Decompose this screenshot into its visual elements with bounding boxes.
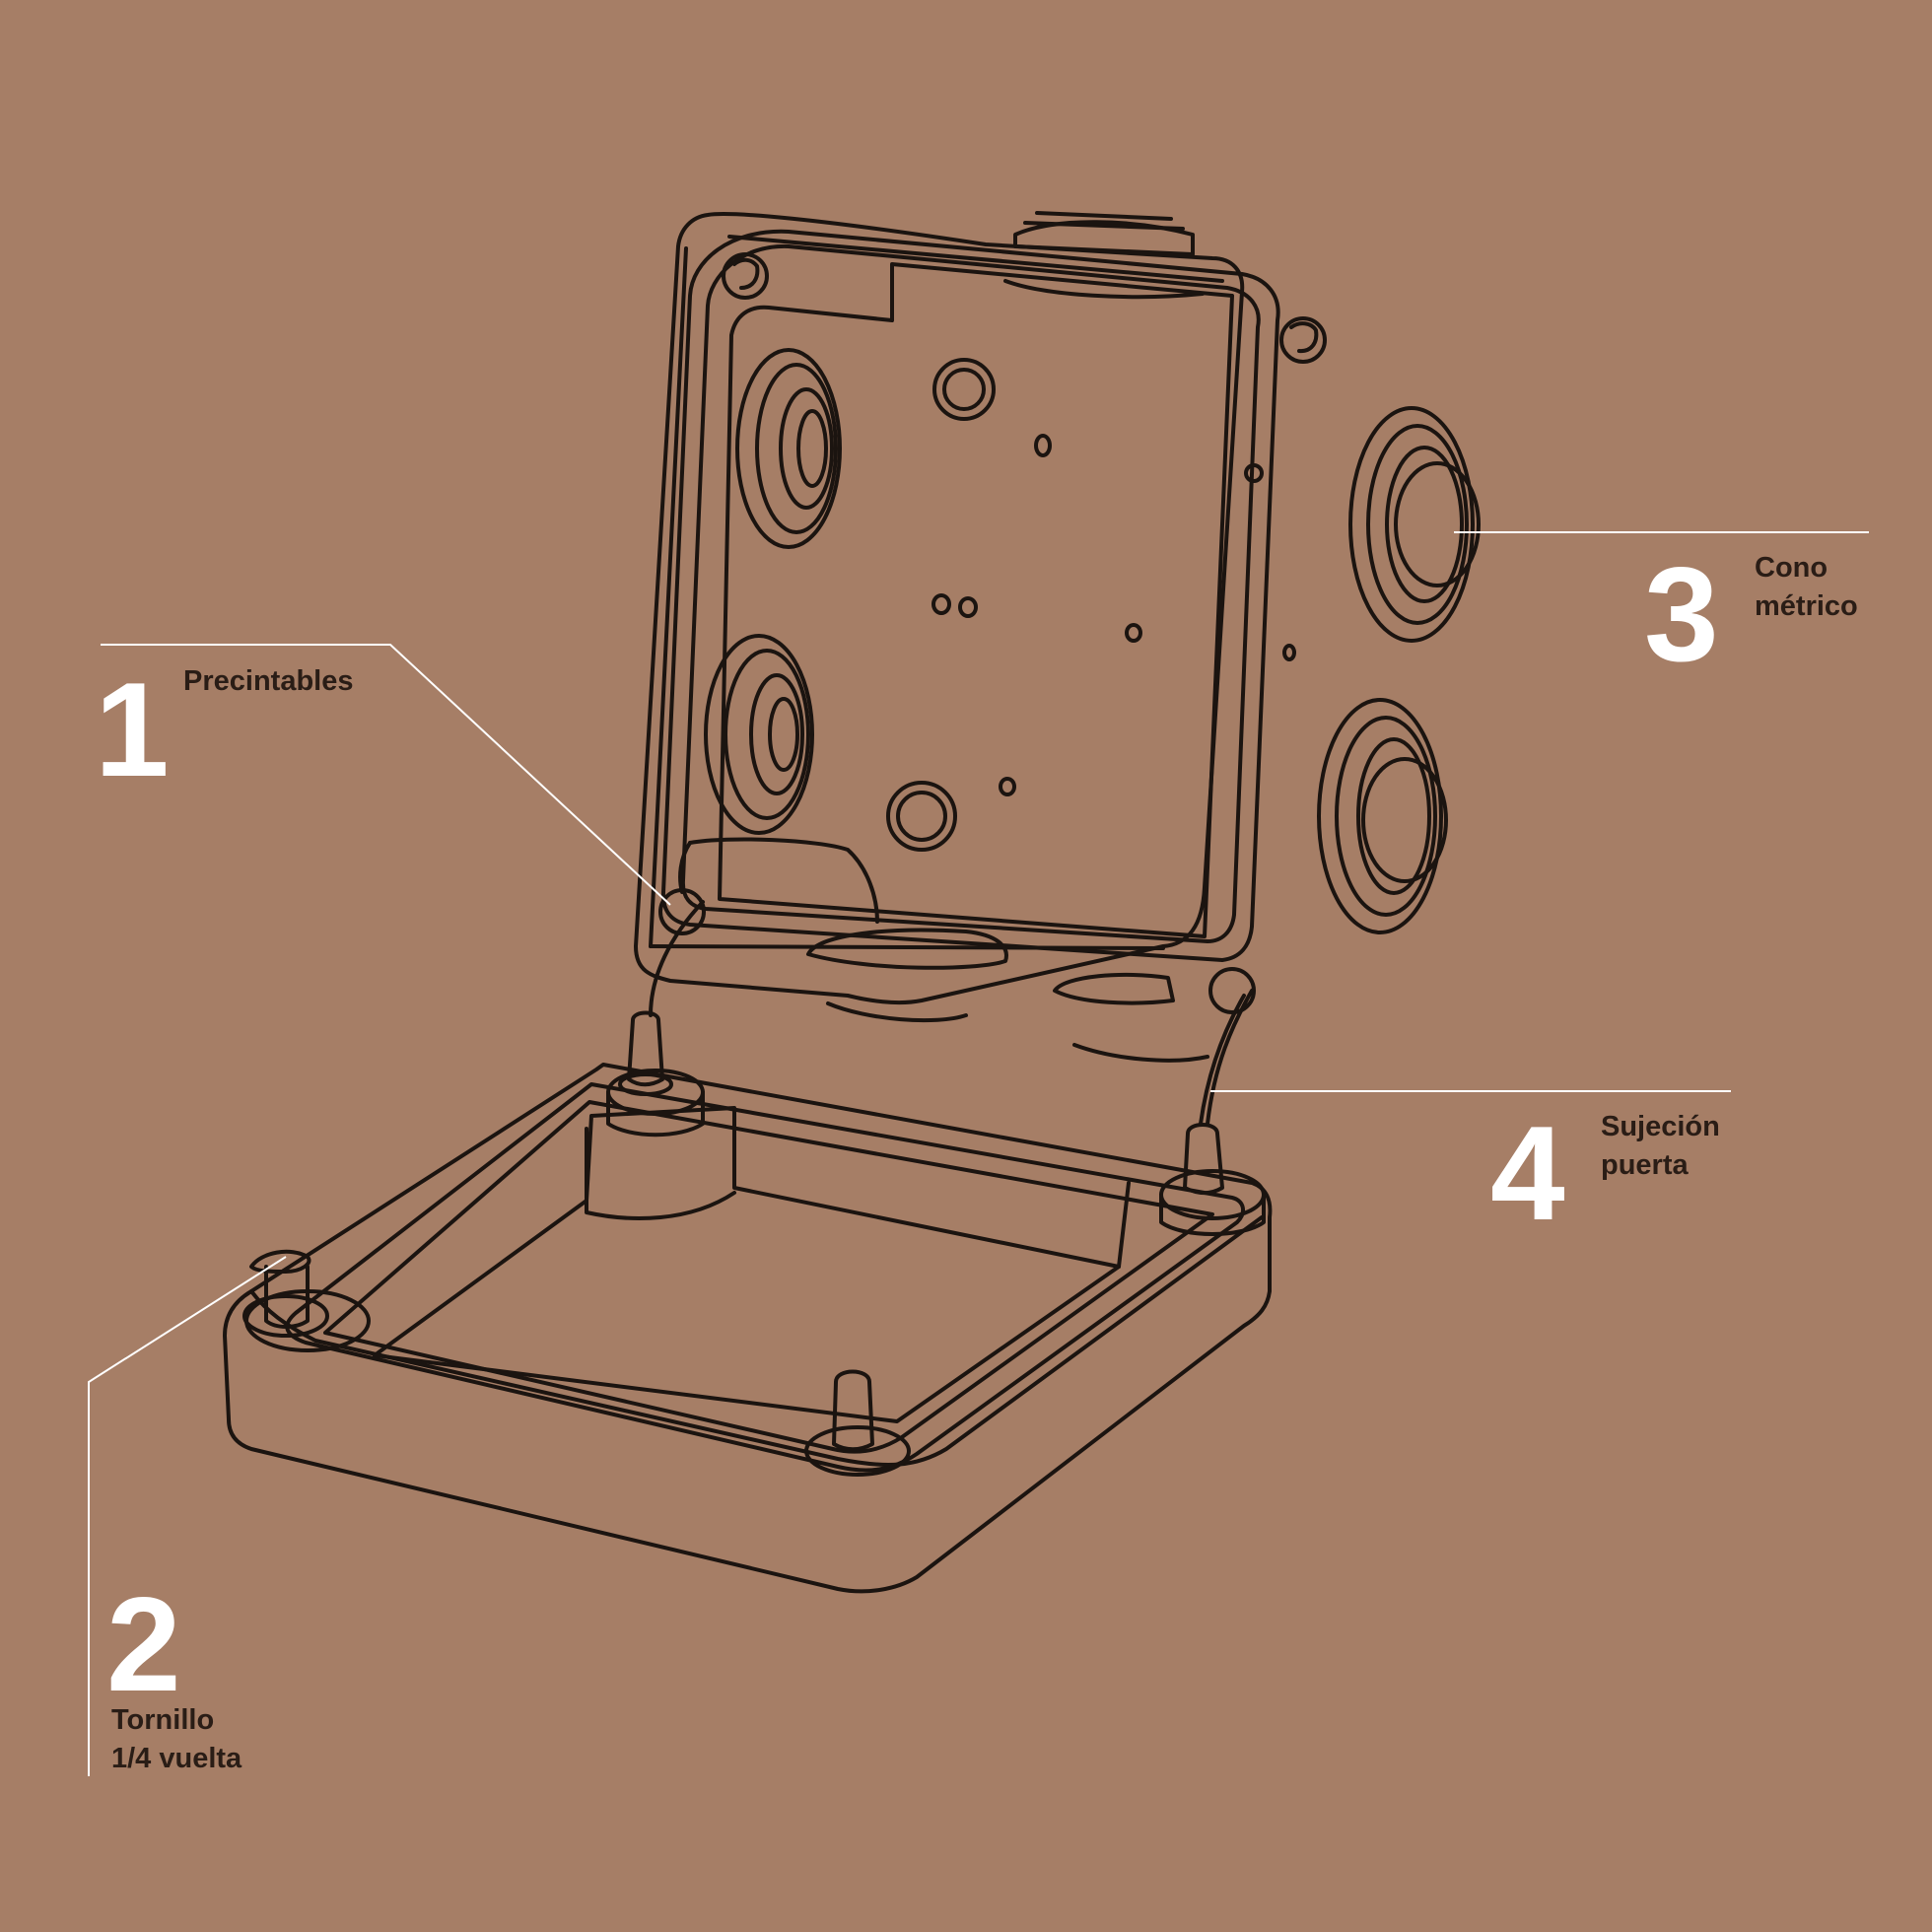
box-base [223, 900, 1273, 1594]
leader-line-2 [88, 1256, 287, 1776]
leader-line-1 [101, 644, 671, 906]
callout-label: Cono métrico [1755, 552, 1858, 622]
callout-label: Tornillo 1/4 vuelta [111, 1704, 242, 1774]
callout-label: Precintables [183, 665, 354, 697]
callout-label: Sujeción puerta [1601, 1111, 1720, 1181]
callout-number: 2 [106, 1569, 181, 1719]
callout-number: 4 [1490, 1098, 1565, 1248]
callout-number: 3 [1644, 539, 1719, 689]
callout-number: 1 [95, 655, 170, 804]
box-lid [634, 211, 1481, 1063]
